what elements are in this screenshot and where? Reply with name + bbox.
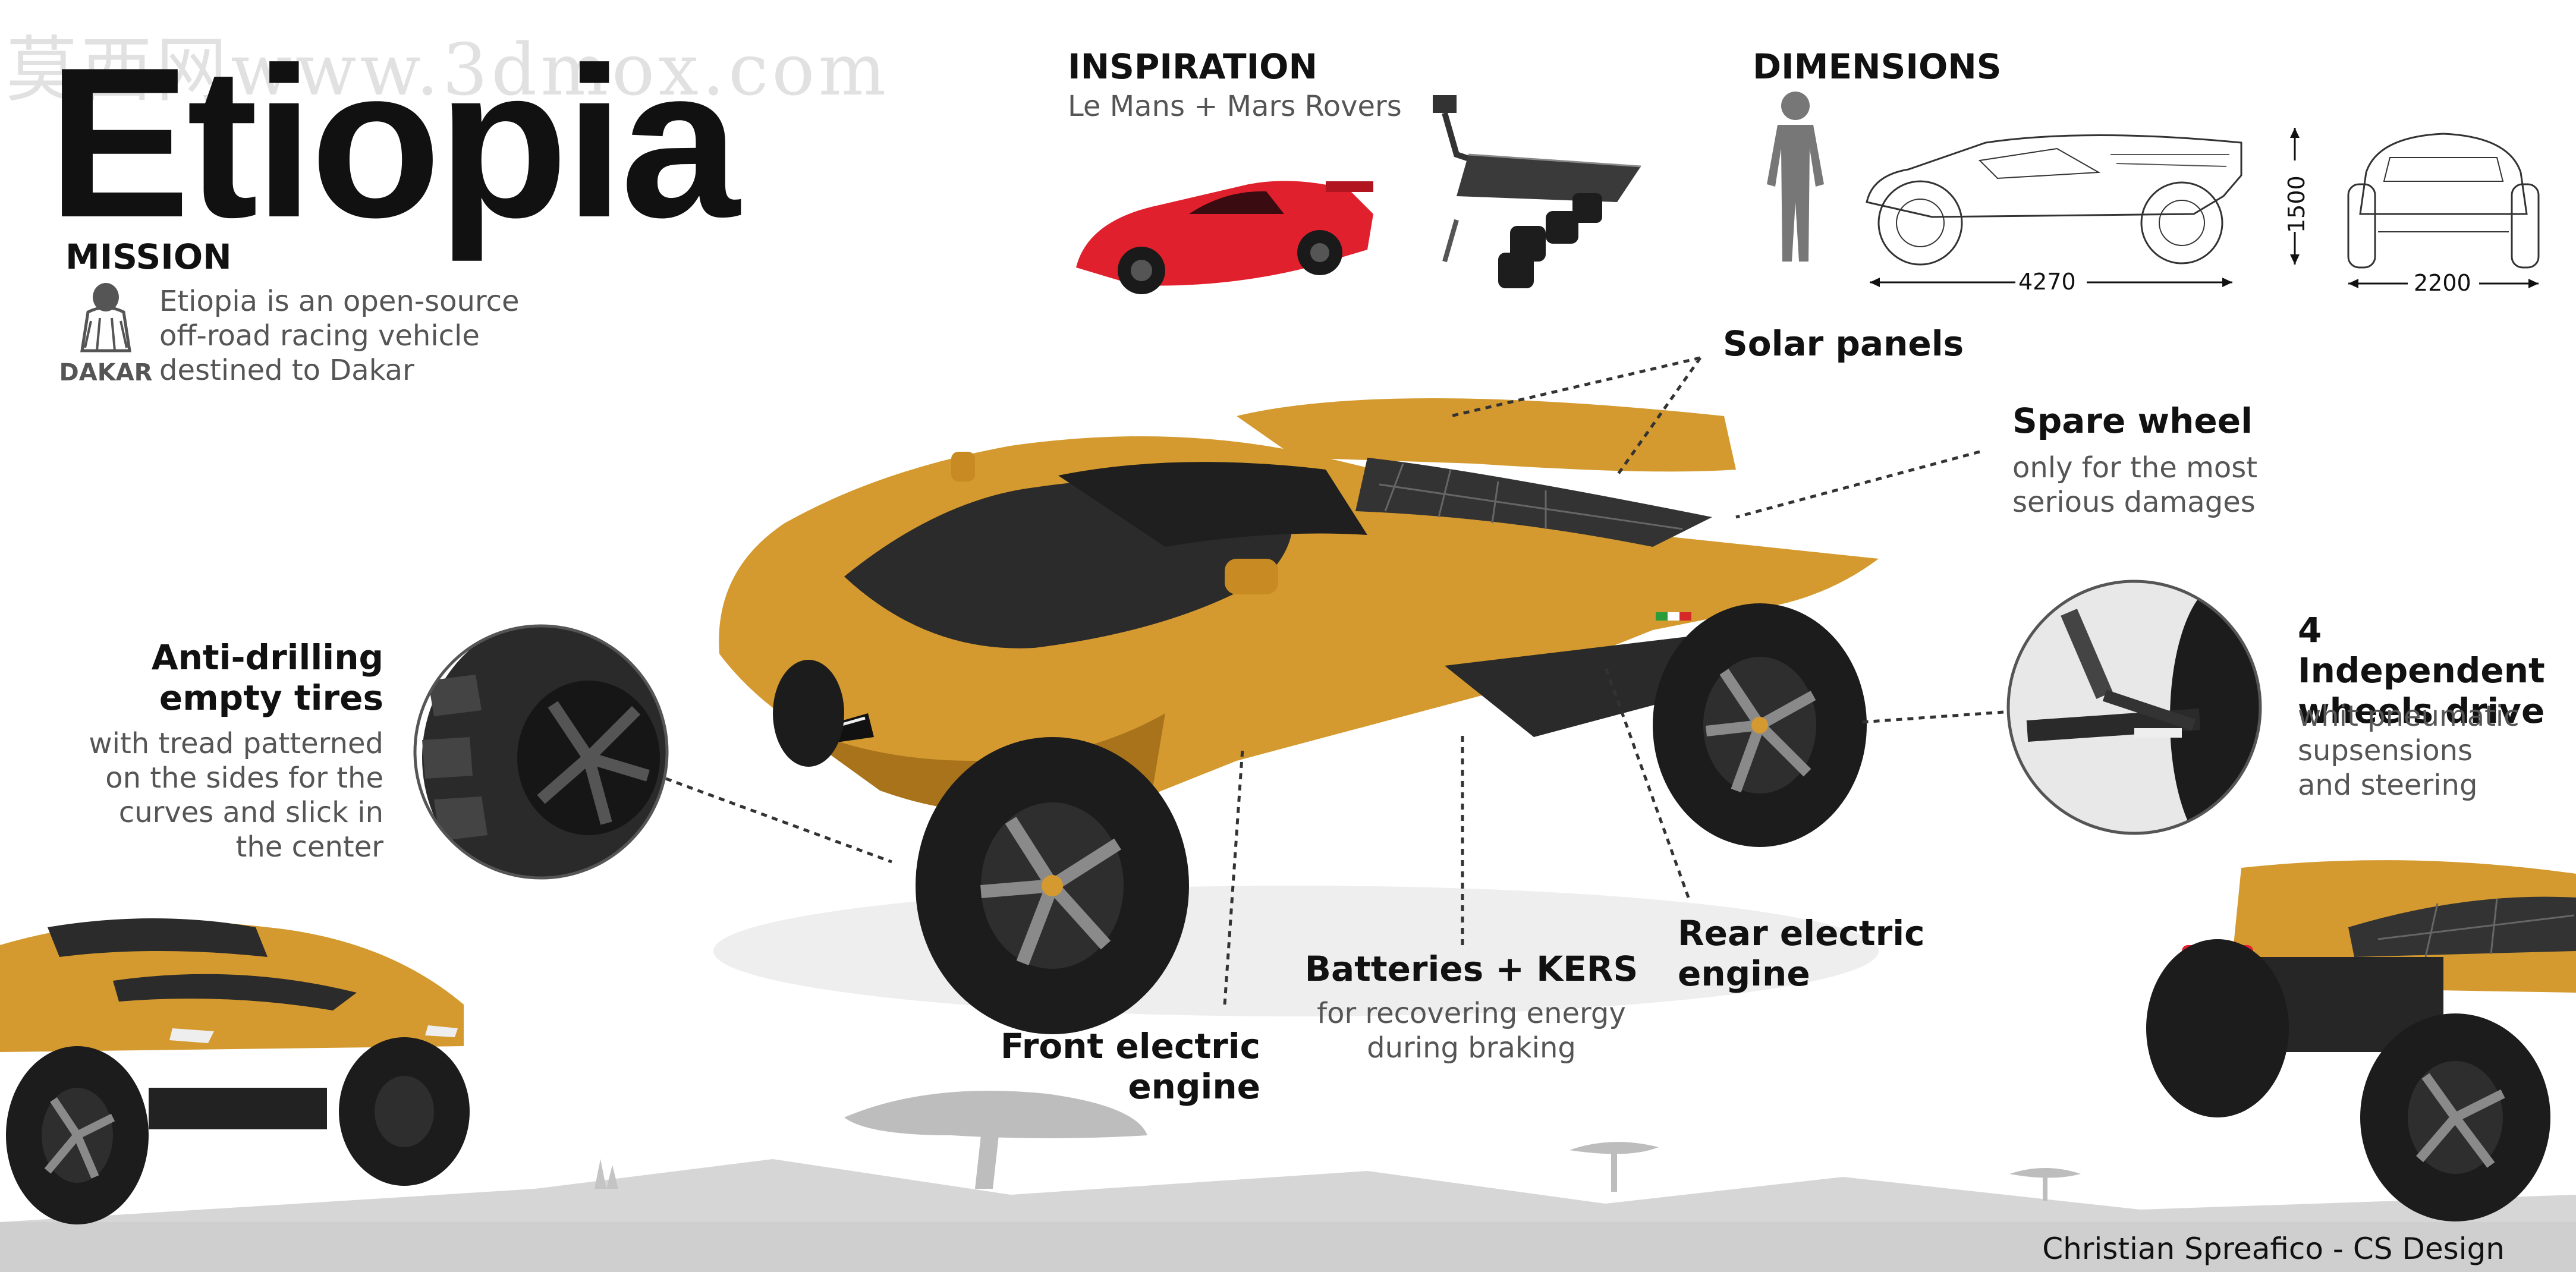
independent-wheels-line: whit pneumatic bbox=[2298, 700, 2520, 733]
length-dimension-line bbox=[1870, 273, 2232, 291]
rear-electric-engine-label: Rear electric engine bbox=[1678, 913, 1924, 994]
independent-wheels-description: whit pneumatic supsensions and steering bbox=[2298, 699, 2520, 802]
watermark-text: 莫西网www.3dmox.com bbox=[6, 29, 890, 112]
anti-drilling-line: curves and slick in bbox=[118, 796, 383, 829]
human-silhouette-icon bbox=[1767, 92, 1824, 262]
dimension-side-view bbox=[1866, 134, 2242, 266]
width-value: 2200 bbox=[2414, 270, 2471, 296]
mission-line: Etiopia is an open-source bbox=[159, 285, 520, 318]
le-mans-car-image bbox=[1076, 181, 1373, 294]
dimension-front-view bbox=[2347, 133, 2540, 269]
front-engine-title-line: Front electric bbox=[1000, 1026, 1260, 1066]
independent-wheels-title-line: wheels drive bbox=[2298, 691, 2545, 731]
independent-wheels-line: and steering bbox=[2298, 769, 2478, 802]
anti-drilling-line: with tread patterned bbox=[89, 727, 383, 760]
spare-wheel-label: Spare wheel bbox=[2012, 401, 2253, 441]
inspiration-heading: INSPIRATION bbox=[1068, 46, 1318, 87]
batteries-kers-description: for recovering energy during braking bbox=[1278, 996, 1665, 1065]
rear-engine-title-line: Rear electric bbox=[1678, 913, 1925, 953]
suspension-detail-circle bbox=[2006, 580, 2262, 835]
main-vehicle-render bbox=[713, 398, 1879, 1034]
independent-wheels-label: 4 Independent wheels drive bbox=[2298, 610, 2576, 731]
page-title: Etiopia bbox=[48, 23, 740, 262]
ground-strip bbox=[0, 1222, 2576, 1272]
inspiration-subtitle: Le Mans + Mars Rovers bbox=[1068, 90, 1402, 123]
solar-panels-label: Solar panels bbox=[1723, 323, 1964, 364]
mission-description: Etiopia is an open-source off-road racin… bbox=[159, 284, 575, 388]
spare-wheel-line: serious damages bbox=[2012, 486, 2256, 519]
anti-drilling-tires-description: with tread patterned on the sides for th… bbox=[59, 726, 383, 864]
independent-wheels-line: supsensions bbox=[2298, 734, 2473, 767]
dimensions-heading: DIMENSIONS bbox=[1753, 46, 2002, 87]
anti-drilling-title-line: Anti-drilling bbox=[151, 637, 383, 678]
designer-credit: Christian Spreafico - CS Design bbox=[2042, 1232, 2505, 1266]
spare-wheel-line: only for the most bbox=[2012, 451, 2258, 484]
savanna-silhouette bbox=[0, 1091, 2576, 1222]
mission-line: off-road racing vehicle bbox=[159, 319, 480, 352]
anti-drilling-line: the center bbox=[235, 830, 383, 864]
front-electric-engine-label: Front electric engine bbox=[963, 1026, 1260, 1107]
dakar-logo-text: DAKAR bbox=[59, 359, 153, 386]
height-dimension-line bbox=[2286, 128, 2304, 265]
width-dimension-line bbox=[2348, 275, 2539, 292]
mission-line: destined to Dakar bbox=[159, 354, 414, 387]
independent-wheels-title-line: 4 Independent bbox=[2298, 610, 2545, 691]
batteries-kers-line: for recovering energy bbox=[1317, 997, 1626, 1030]
spare-wheel-description: only for the most serious damages bbox=[2012, 451, 2257, 519]
front-engine-title-line: engine bbox=[1128, 1066, 1260, 1107]
rear-engine-title-line: engine bbox=[1678, 953, 1810, 994]
front-view-vehicle-render bbox=[0, 918, 470, 1224]
anti-drilling-title-line: empty tires bbox=[159, 678, 383, 718]
tire-detail-circle bbox=[413, 624, 669, 880]
batteries-kers-line: during braking bbox=[1367, 1031, 1576, 1065]
mars-rover-image bbox=[1433, 95, 1641, 288]
rear-view-vehicle-render bbox=[2146, 860, 2576, 1221]
dakar-logo-icon: DAKAR bbox=[59, 283, 152, 386]
anti-drilling-tires-label: Anti-drilling empty tires bbox=[83, 637, 383, 718]
anti-drilling-line: on the sides for the bbox=[105, 761, 383, 795]
mission-heading: MISSION bbox=[65, 237, 232, 277]
length-value: 4270 bbox=[2018, 269, 2076, 295]
batteries-kers-label: Batteries + KERS bbox=[1304, 949, 1638, 989]
